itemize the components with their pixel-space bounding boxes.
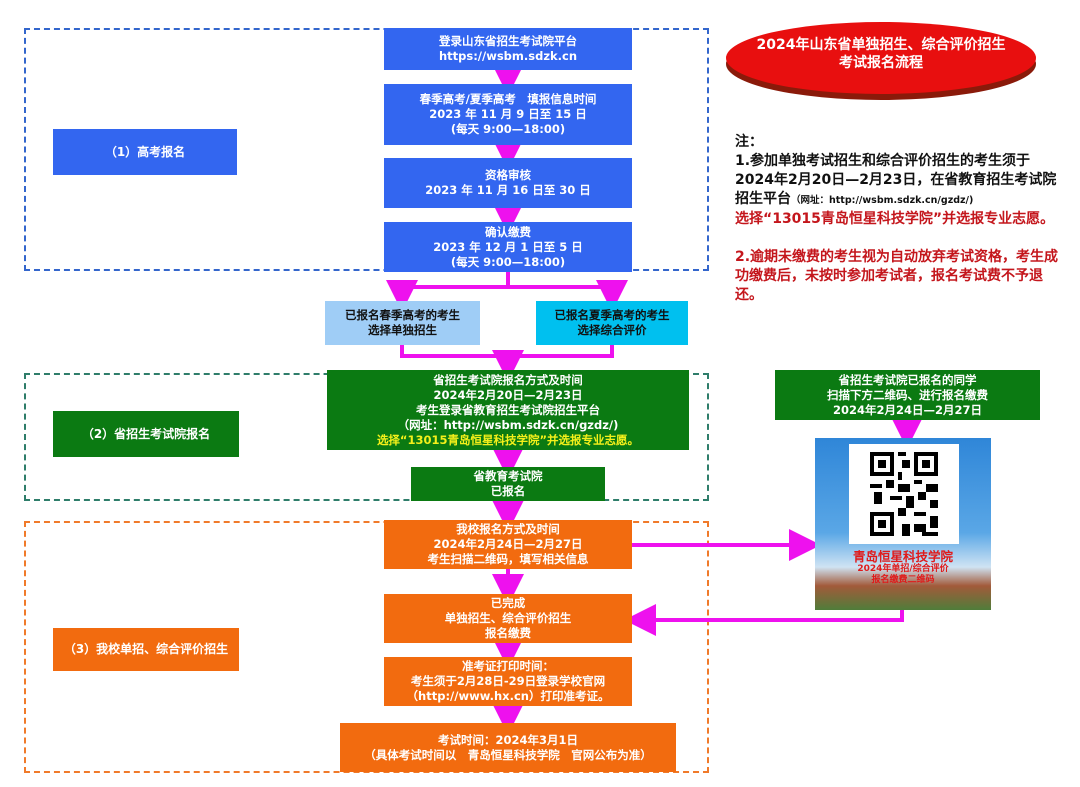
note-highlight: 选择“13015青岛恒星科技学院”并选报专业志愿。 bbox=[735, 211, 1055, 227]
notes: 注： 1.参加单独考试招生和综合评价招生的考生须于2024年2月20日—2月23… bbox=[735, 133, 1065, 305]
step-text: 我校报名方式及时间 bbox=[456, 522, 560, 536]
step-date: 考试时间：2024年3月1日 bbox=[437, 732, 578, 747]
qr-poster: 青岛恒星科技学院 2024年单招/综合评价 报名缴费二维码 bbox=[815, 438, 991, 610]
arrow bbox=[386, 272, 510, 312]
step-text: 春季高考/夏季高考 填报信息时间 bbox=[419, 92, 597, 106]
qr-date: 2024年2月24日—2月27日 bbox=[832, 402, 983, 417]
poster-school-name: 青岛恒星科技学院 bbox=[852, 549, 953, 564]
title-line: 考试报名流程 bbox=[839, 55, 923, 71]
section3-label: （3）我校单招、综合评价招生 bbox=[53, 628, 239, 671]
step-hours: (每天 9:00—18:00) bbox=[450, 122, 566, 136]
branch-text: 已报名夏季高考的考生 bbox=[554, 308, 670, 322]
poster-subtitle: 报名缴费二维码 bbox=[871, 575, 935, 585]
step-text: 准考证打印时间： bbox=[462, 659, 554, 673]
label-text: （3）我校单招、综合评价招生 bbox=[63, 642, 229, 656]
note-url: （网址：http://wsbm.sdzk.cn/gzdz/) bbox=[791, 195, 974, 206]
step-text: 登录山东省招生考试院平台 bbox=[439, 34, 577, 48]
qr-instructions: 省招生考试院已报名的同学 扫描下方二维码、进行报名缴费 2024年2月24日—2… bbox=[775, 370, 1040, 420]
qr-text: 扫描下方二维码、进行报名缴费 bbox=[827, 387, 988, 402]
label-text: （1）高考报名 bbox=[104, 144, 186, 159]
branch-text: 已报名春季高考的考生 bbox=[345, 308, 460, 322]
section1-frame bbox=[24, 28, 709, 271]
spring-exam-branch: 已报名春季高考的考生 选择单独招生 bbox=[325, 301, 480, 345]
school-registration-step: 我校报名方式及时间 2024年2月24日—2月27日 考生扫描二维码，填写相关信… bbox=[384, 520, 632, 569]
step-url: （网址：http://wsbm.sdzk.cn/gzdz/) bbox=[397, 417, 619, 432]
exam-time-step: 考试时间：2024年3月1日 （具体考试时间以 青岛恒星科技学院 官网公布为准） bbox=[340, 723, 676, 772]
arrow bbox=[400, 345, 614, 358]
step-url: https://wsbm.sdzk.cn bbox=[438, 49, 578, 63]
step-fill-info: 春季高考/夏季高考 填报信息时间 2023 年 11 月 9 日至 15 日 (… bbox=[384, 84, 632, 145]
notes-heading: 注： bbox=[735, 134, 763, 150]
section3-frame bbox=[24, 521, 709, 773]
step-text: 考生扫描二维码，填写相关信息 bbox=[427, 552, 589, 566]
note-2: 2.逾期未缴费的考生视为自动放弃考试资格，考生成功缴费后，未按时参加考试者，报名… bbox=[735, 249, 1059, 303]
arrow bbox=[508, 280, 628, 312]
step-text: 报名缴费 bbox=[485, 626, 531, 640]
step-date: 2024年2月20日—2月23日 bbox=[433, 387, 583, 402]
admission-ticket-step: 准考证打印时间： 考生须于2月28日-29日登录学校官网 （http://www… bbox=[384, 657, 632, 706]
step-text: 确认缴费 bbox=[485, 224, 531, 239]
section1-label: （1）高考报名 bbox=[53, 129, 237, 175]
provincial-registration-step: 省招生考试院报名方式及时间 2024年2月20日—2月23日 考生登录省教育招生… bbox=[327, 370, 689, 450]
section2-label: （2）省招生考试院报名 bbox=[53, 411, 239, 457]
step-confirm-payment: 确认缴费 2023 年 12 月 1 日至 5 日 (每天 9:00—18:00… bbox=[384, 222, 632, 272]
step-qualification-review: 资格审核 2023 年 11 月 16 日至 30 日 bbox=[384, 158, 632, 208]
step-date: 2023 年 11 月 16 日至 30 日 bbox=[425, 183, 591, 197]
summer-exam-branch: 已报名夏季高考的考生 选择综合评价 bbox=[536, 301, 688, 345]
step-text: 单独招生、综合评价招生 bbox=[444, 611, 572, 625]
provincial-registered-step: 省教育考试院 已报名 bbox=[411, 467, 605, 501]
step-text: 省教育考试院 bbox=[473, 469, 543, 483]
step-highlight: 选择“13015青岛恒星科技学院”并选报专业志愿。 bbox=[376, 432, 640, 447]
step-date: 2023 年 11 月 9 日至 15 日 bbox=[429, 107, 587, 121]
step-hours: (每天 9:00—18:00) bbox=[450, 254, 566, 269]
label-text: （2）省招生考试院报名 bbox=[81, 426, 211, 441]
branch-text: 选择单独招生 bbox=[368, 323, 437, 337]
step-text: 省招生考试院报名方式及时间 bbox=[433, 372, 583, 387]
step-text: 已完成 bbox=[490, 596, 526, 610]
payment-completed-step: 已完成 单独招生、综合评价招生 报名缴费 bbox=[384, 594, 632, 643]
step-date: 2023 年 12 月 1 日至 5 日 bbox=[433, 239, 583, 254]
note-text: 1.参加单独考试招生和综合评价招生的考生须于2024年2月20日—2月23日，在… bbox=[735, 153, 1057, 207]
step-text: 考生须于2月28日-29日登录学校官网 bbox=[410, 674, 606, 688]
qr-text: 省招生考试院已报名的同学 bbox=[838, 372, 977, 387]
note-1: 1.参加单独考试招生和综合评价招生的考生须于2024年2月20日—2月23日，在… bbox=[735, 152, 1065, 210]
step-login-platform: 登录山东省招生考试院平台 https://wsbm.sdzk.cn bbox=[384, 28, 632, 70]
qr-code-icon[interactable] bbox=[849, 444, 959, 544]
arrow bbox=[624, 604, 904, 636]
poster-subtitle: 2024年单招/综合评价 bbox=[857, 564, 949, 574]
step-text: （具体考试时间以 青岛恒星科技学院 官网公布为准） bbox=[364, 747, 652, 762]
step-date: 2024年2月24日—2月27日 bbox=[433, 537, 583, 551]
title-line: 2024年山东省单独招生、综合评价招生 bbox=[756, 37, 1006, 53]
step-text: 考生登录省教育招生考试院招生平台 bbox=[416, 402, 600, 417]
page-title: 2024年山东省单独招生、综合评价招生 考试报名流程 bbox=[726, 22, 1036, 94]
step-text: 资格审核 bbox=[485, 168, 531, 182]
branch-text: 选择综合评价 bbox=[577, 323, 647, 337]
step-text: 已报名 bbox=[490, 484, 526, 498]
step-url: （http://www.hx.cn）打印准考证。 bbox=[406, 689, 610, 703]
